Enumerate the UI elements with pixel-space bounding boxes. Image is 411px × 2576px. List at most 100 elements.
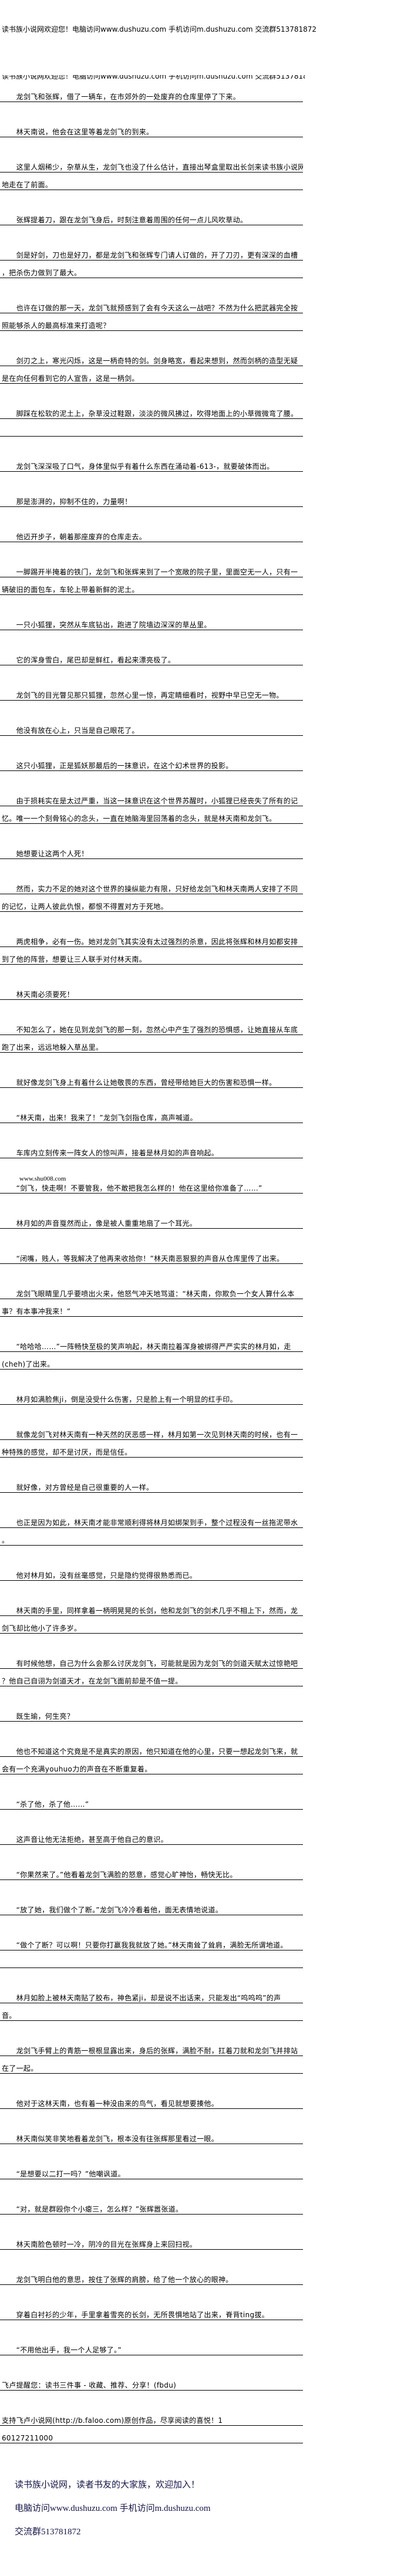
line-text: 林月如的声音戛然而止，像是被人重重地扇了一个耳光。 bbox=[2, 1219, 197, 1228]
ruled-line: 张辉提着刀，跟在龙剑飞身后，时刻注意着周围的任何一点儿风吹草动。 bbox=[0, 208, 303, 225]
line-text: 脚踩在松软的泥土上，杂草没过鞋跟，淡淡的微风拂过，吹得地面上的小草微微弯了腰。 bbox=[2, 410, 298, 418]
ruled-line bbox=[0, 419, 303, 437]
ruled-line: “闭嘴，贱人，等我解决了他再来收拾你！”林天南恶狠狠的声音从仓库里传了出来。 bbox=[0, 1246, 303, 1264]
ruled-line: 她想要让这两个人死！ bbox=[0, 841, 303, 859]
paragraph: 这声音让他无法拒绝，甚至高于他自己的意识。 bbox=[0, 1827, 303, 1845]
line-text: “放了她，我们做个了断。”龙剑飞冷冷看着他，面无表情地说道。 bbox=[2, 1906, 223, 1914]
line-text: 它的浑身雪白，尾巴却是鲜红，看起来漂亮极了。 bbox=[2, 656, 176, 664]
line-text: 地走在了前面。 bbox=[2, 181, 53, 189]
paragraph: 这里人烟稀少，杂草从生，龙剑飞也没了什么估计，直接出琴盒里取出长剑来读书族小说网… bbox=[0, 155, 303, 190]
ruled-line: 就好像，对方曾经是自己很重要的人一样。 bbox=[0, 1475, 303, 1493]
paragraph: 龙剑飞深深吸了口气，身体里似乎有着什么东西在涌动着-613-，就要破体而出。 bbox=[0, 454, 303, 472]
line-text: 那是澎湃的，抑制不住的，力量啊！ bbox=[2, 498, 132, 506]
ruled-line: 既生瑜，何生亮？ bbox=[0, 1704, 303, 1722]
ruled-line: “剑飞，快走啊！不要管我，他不敢把我怎么样的！他在这里给你准备了……” bbox=[0, 1176, 303, 1194]
line-text: 音。 bbox=[2, 2012, 16, 2020]
line-text: 林天南脸色顿时一冷，阴冷的目光在张辉身上来回扫视。 bbox=[2, 2240, 197, 2249]
line-text: 支持飞卢小说网(http://b.faloo.com)原创作品，尽享阅读的喜悦！… bbox=[2, 2416, 223, 2425]
line-text: 也许在订做的那一天，龙剑飞就预感到了会有今天这么一战吧？不然为什么把武器完全按 bbox=[2, 304, 298, 312]
ruled-line: 。 bbox=[0, 1528, 303, 1546]
ruled-line: 这声音让他无法拒绝，甚至高于他自己的意识。 bbox=[0, 1827, 303, 1845]
line-text: 张辉提着刀，跟在龙剑飞身后，时刻注意着周围的任何一点儿风吹草动。 bbox=[2, 216, 248, 224]
ruled-line bbox=[0, 1950, 303, 1968]
ruled-line: 车库内立刻传来一阵女人的惊叫声，接着是林月如的声音响起。 bbox=[0, 1141, 303, 1158]
line-text: 忆。唯一一个刻骨铭心的念头，一直在她脑海里回荡着的念头，就是林天南和龙剑飞。 bbox=[2, 814, 277, 823]
ruled-line: “杀了他，杀了他……” bbox=[0, 1792, 303, 1810]
line-text: 在了一起。 bbox=[2, 2064, 38, 2073]
line-text: “你果然来了。”他看着龙剑飞满脸的怒意，感觉心旷神怡，畅快无比。 bbox=[2, 1871, 237, 1879]
line-text: 一只小狐狸，突然从车底钻出，跑进了院墙边深深的草丛里。 bbox=[2, 621, 211, 629]
paragraph: 脚踩在松软的泥土上，杂草没过鞋跟，淡淡的微风拂过，吹得地面上的小草微微弯了腰。 bbox=[0, 401, 303, 437]
ruled-line: 然而，实力不足的她对这个世界的操纵能力有限，只好给龙剑飞和林天南两人安排了不同 bbox=[0, 877, 303, 894]
paragraph: 由于损耗实在是太过严重，当这一抹意识在这个世界苏醒时，小狐狸已经丧失了所有的记忆… bbox=[0, 789, 303, 824]
line-text: 60127211000 bbox=[2, 2434, 53, 2442]
ruled-line: 龙剑飞眼睛里几乎要喷出火来，他怒气冲天地骂道：“林天南，你欺负一个女人算什么本 bbox=[0, 1282, 303, 1299]
paragraph: 有时候他想，自己为什么会那么讨厌龙剑飞，可能就是因为龙剑飞的剑道天赋太过惊艳吧 ？… bbox=[0, 1651, 303, 1686]
paragraph: “放了她，我们做个了断。”龙剑飞冷冷看着他，面无表情地说道。 bbox=[0, 1898, 303, 1915]
line-text: 他没有放在心上，只当是自己眼花了。 bbox=[2, 726, 139, 735]
line-text: 辆破旧的面包车，车轮上带着新鲜的泥土。 bbox=[2, 586, 139, 594]
paragraph: 林天南说，他会在这里等着龙剑飞的到来。 bbox=[0, 120, 303, 137]
paragraph: 龙剑飞手臂上的青筋一根根显露出来，身后的张辉，满脸不耐，扛着刀就和龙剑飞并排站在… bbox=[0, 2039, 303, 2074]
line-text: 是在向任何看到它的人宣告，这是一柄剑。 bbox=[2, 374, 139, 383]
line-text: 他对林月如，没有丝毫感觉，只是隐约觉得很熟悉而已。 bbox=[2, 1571, 197, 1580]
ruled-line: “做个了断？可以啊！只要你打赢我我就放了她。”林天南耸了耸肩，满脸无所谓地道。 bbox=[0, 1933, 303, 1950]
line-text: 然而，实力不足的她对这个世界的操纵能力有限，只好给龙剑飞和林天南两人安排了不同 bbox=[2, 885, 298, 893]
paragraph: 它的浑身雪白，尾巴却是鲜红，看起来漂亮极了。 bbox=[0, 648, 303, 665]
ruled-line: 的记忆，让两人彼此仇恨，都恨不得置对方于死地。 bbox=[0, 894, 303, 912]
line-text: “对，就是群殴你个小瘪三，怎么样？”张辉嚣张道。 bbox=[2, 2205, 183, 2213]
footer-urls: 电脑访问www.dushuzu.com 手机访问m.dushuzu.com bbox=[15, 2504, 211, 2513]
paragraph: 林月如的声音戛然而止，像是被人重重地扇了一个耳光。 bbox=[0, 1211, 303, 1229]
line-text: 剑是好剑，刀也是好刀，都是龙剑飞和张辉专门请人订做的，开了刀刃，更有深深的血槽 bbox=[2, 251, 298, 259]
line-text: 林天南说，他会在这里等着龙剑飞的到来。 bbox=[2, 128, 154, 136]
line-text: ？他自己自诩为剑道天才，在龙剑飞面前却是不值一提。 bbox=[2, 1677, 183, 1685]
ruled-line: 林天南似笑非笑地看着龙剑飞，根本没有往张辉那里看过一眼。 bbox=[0, 2127, 303, 2144]
ruled-line: 也许在订做的那一天，龙剑飞就预感到了会有今天这么一战吧？不然为什么把武器完全按 bbox=[0, 296, 303, 313]
ruled-line: 到了他的阵营，想要让三人联手对付林天南。 bbox=[0, 947, 303, 965]
paragraph: 一只小狐狸，突然从车底钻出，跑进了院墙边深深的草丛里。 bbox=[0, 613, 303, 630]
line-text: 会有一个充满youhuo力的声音在不断重复着。 bbox=[2, 1765, 152, 1773]
line-text: “闭嘴，贱人，等我解决了他再来收拾你！”林天南恶狠狠的声音从仓库里传了出来。 bbox=[2, 1255, 284, 1263]
ruled-line: 飞卢提醒您：读书三件事 - 收藏、推荐、分享！(fbdu) bbox=[0, 2373, 303, 2391]
paragraph: 龙剑飞眼睛里几乎要喷出火来，他怒气冲天地骂道：“林天南，你欺负一个女人算什么本事… bbox=[0, 1282, 303, 1317]
ruled-line: “是想要以二打一吗？”他嘲讽道。 bbox=[0, 2162, 303, 2179]
paragraph: 也正是因为如此，林天南才能非常顺利得将林月如绑架到手，整个过程没有一丝拖泥带水。 bbox=[0, 1510, 303, 1546]
ruled-line: 龙剑飞和张辉，借了一辆车，在市郊外的一处废弃的仓库里停了下来。 bbox=[0, 84, 303, 102]
ruled-line: 种特殊的感觉，却不是讨厌，而是信任。 bbox=[0, 1440, 303, 1458]
ruled-line: 支持飞卢小说网(http://b.faloo.com)原创作品，尽享阅读的喜悦！… bbox=[0, 2408, 303, 2426]
paragraph: 他没有放在心上，只当是自己眼花了。 bbox=[0, 718, 303, 736]
ruled-line: 剑飞却比他小了许多岁。 bbox=[0, 1616, 303, 1634]
paragraph: 这只小狐狸，正是狐妖那最后的一抹意识，在这个幻术世界的投影。 bbox=[0, 753, 303, 771]
line-text: 事？有本事冲我来！” bbox=[2, 1307, 71, 1316]
paragraph: 林月如满脸焦ji，倒是没受什么伤害，只是脸上有一个明显的红手印。 bbox=[0, 1387, 303, 1405]
line-text: 也正是因为如此，林天南才能非常顺利得将林月如绑架到手，整个过程没有一丝拖泥带水 bbox=[2, 1519, 298, 1527]
ruled-line: 在了一起。 bbox=[0, 2056, 303, 2074]
line-text: 林天南的手里，同样拿着一柄明晃晃的长剑，他和龙剑飞的剑术几乎不相上下，然而，龙 bbox=[2, 1607, 298, 1615]
ruled-line: 一只小狐狸，突然从车底钻出，跑进了院墙边深深的草丛里。 bbox=[0, 613, 303, 630]
ruled-line: 他对林月如，没有丝毫感觉，只是隐约觉得很熟悉而已。 bbox=[0, 1563, 303, 1581]
line-text: “林天南，出来！我来了！”龙剑飞剑指仓库，高声喊道。 bbox=[2, 1114, 197, 1122]
paragraph: 她想要让这两个人死！ bbox=[0, 841, 303, 859]
paragraph: “对，就是群殴你个小瘪三，怎么样？”张辉嚣张道。 bbox=[0, 2197, 303, 2215]
site-footer: 读书族小说网，读者书友的大家族，欢迎加入！ 电脑访问www.dushuzu.co… bbox=[15, 2479, 211, 2550]
ruled-line: 有时候他想，自己为什么会那么讨厌龙剑飞，可能就是因为龙剑飞的剑道天赋太过惊艳吧 bbox=[0, 1651, 303, 1669]
paragraph: www.shu008.com “剑飞，快走啊！不要管我，他不敢把我怎么样的！他在… bbox=[0, 1175, 303, 1194]
ruled-line: 这只小狐狸，正是狐妖那最后的一抹意识，在这个幻术世界的投影。 bbox=[0, 753, 303, 771]
ruled-line: 辆破旧的面包车，车轮上带着新鲜的泥土。 bbox=[0, 577, 303, 595]
ruled-line: 60127211000 bbox=[0, 2426, 303, 2443]
ruled-line: 这里人烟稀少，杂草从生，龙剑飞也没了什么估计，直接出琴盒里取出长剑来读书族小说网 bbox=[0, 155, 303, 173]
line-text: 就好像龙剑飞身上有着什么让她敬畏的东西，曾经带给她巨大的伤害和恐惧一样。 bbox=[2, 1079, 277, 1087]
paragraph: 就好像，对方曾经是自己很重要的人一样。 bbox=[0, 1475, 303, 1493]
line-text: 的记忆，让两人彼此仇恨，都恨不得置对方于死地。 bbox=[2, 902, 168, 911]
chapter-body: 龙剑飞和张辉，借了一辆车，在市郊外的一处废弃的仓库里停了下来。 林天南说，他会在… bbox=[0, 84, 303, 2443]
line-text: (cheh)了出来。 bbox=[2, 1360, 55, 1368]
line-text: 林月如满脸焦ji，倒是没受什么伤害，只是脸上有一个明显的红手印。 bbox=[2, 1395, 237, 1404]
paragraph: 那是澎湃的，抑制不住的，力量啊！ bbox=[0, 489, 303, 507]
ruled-line: 是在向任何看到它的人宣告，这是一柄剑。 bbox=[0, 366, 303, 384]
line-text: 由于损耗实在是太过严重，当这一抹意识在这个世界苏醒时，小狐狸已经丧失了所有的记 bbox=[2, 797, 298, 805]
paragraph: 林月如脸上被林天南贴了胶布，神色紧ji，却是说不出话来，只能发出“呜呜呜”的声音… bbox=[0, 1986, 303, 2021]
footer-slogan: 读书族小说网，读者书友的大家族，欢迎加入！ bbox=[15, 2480, 200, 2490]
line-text: 这只小狐狸，正是狐妖那最后的一抹意识，在这个幻术世界的投影。 bbox=[2, 762, 233, 770]
ruled-line: 林天南说，他会在这里等着龙剑飞的到来。 bbox=[0, 120, 303, 137]
paragraph: 就像龙剑飞对林天南有一种天然的厌恶感一样，林月如第一次见到林天南的时候，也有一种… bbox=[0, 1422, 303, 1458]
